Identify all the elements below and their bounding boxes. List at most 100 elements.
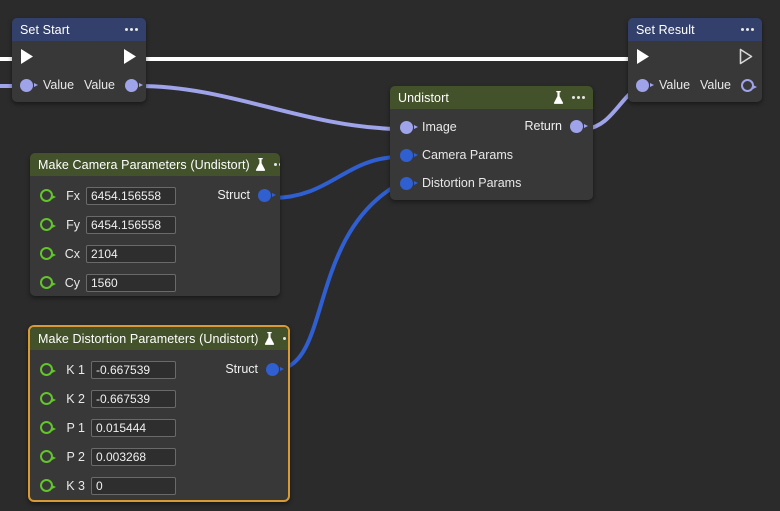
input-label: Camera Params <box>422 148 513 162</box>
cx-input-port[interactable] <box>40 247 56 260</box>
camera-params-input-port[interactable] <box>400 148 418 162</box>
param-row-k3: K 3 <box>30 471 288 500</box>
exec-out-arrow-icon[interactable] <box>739 48 754 65</box>
value-input-label: Value <box>659 78 691 92</box>
p2-value-input[interactable] <box>91 447 176 466</box>
value-input-label: Value <box>43 78 75 92</box>
node-header-set-start[interactable]: Set Start <box>12 18 146 41</box>
param-row-k2: K 2 <box>30 384 288 413</box>
node-header-undistort[interactable]: Undistort <box>390 86 593 109</box>
node-undistort[interactable]: Undistort Image Camera Params Distortion… <box>390 86 593 200</box>
p1-input-port[interactable] <box>40 421 56 434</box>
k3-value-input[interactable] <box>91 476 176 495</box>
param-label: P 2 <box>66 449 85 464</box>
wire-struct-camera-to-undistort <box>271 155 399 200</box>
value-output-label: Value <box>699 78 731 92</box>
return-output-label: Return <box>524 119 562 133</box>
param-label: K 3 <box>66 478 85 493</box>
input-row-distortion-params: Distortion Params <box>390 169 593 197</box>
input-label: Distortion Params <box>422 176 522 190</box>
flask-icon <box>255 158 265 171</box>
input-row-image: Image <box>390 113 593 141</box>
value-output-port[interactable] <box>741 78 757 92</box>
exec-out-arrow-icon[interactable] <box>123 48 138 65</box>
k3-input-port[interactable] <box>40 479 56 492</box>
node-set-start[interactable]: Set Start Value Value <box>12 18 146 102</box>
param-row-cy: Cy <box>30 268 280 296</box>
value-output-port[interactable] <box>125 78 143 92</box>
param-row-cx: Cx <box>30 239 280 268</box>
exec-row <box>12 41 146 71</box>
struct-output-port[interactable] <box>258 188 276 202</box>
return-output-port[interactable] <box>570 119 588 133</box>
struct-output-label: Struct <box>225 362 258 376</box>
node-header-make-distortion-parameters[interactable]: Make Distortion Parameters (Undistort) <box>30 327 288 350</box>
param-label: K 1 <box>66 362 85 377</box>
wire-data-start-to-undistort-image <box>137 84 397 131</box>
exec-in-arrow-icon[interactable] <box>20 48 35 65</box>
node-make-camera-parameters[interactable]: Make Camera Parameters (Undistort) Fx Fy… <box>30 153 280 296</box>
fy-value-input[interactable] <box>86 215 176 234</box>
k2-value-input[interactable] <box>91 389 176 408</box>
param-label: P 1 <box>66 420 85 435</box>
param-label: K 2 <box>66 391 85 406</box>
value-input-port[interactable] <box>636 78 654 92</box>
node-body-make-camera-parameters: Fx Fy Cx Cy Struct <box>30 176 280 296</box>
p2-input-port[interactable] <box>40 450 56 463</box>
node-header-make-camera-parameters[interactable]: Make Camera Parameters (Undistort) <box>30 153 280 176</box>
return-output-slot: Return <box>524 119 588 133</box>
struct-output-slot: Struct <box>225 362 284 376</box>
param-label: Fx <box>66 188 80 203</box>
node-title: Make Camera Parameters (Undistort) <box>38 157 250 172</box>
cy-input-port[interactable] <box>40 276 56 289</box>
node-body-undistort: Image Camera Params Distortion Params Re… <box>390 109 593 197</box>
ellipsis-icon[interactable] <box>273 160 280 169</box>
ellipsis-icon[interactable] <box>740 25 755 34</box>
p1-value-input[interactable] <box>91 418 176 437</box>
node-set-result[interactable]: Set Result Value Value <box>628 18 762 102</box>
input-label: Image <box>422 120 457 134</box>
fy-input-port[interactable] <box>40 218 56 231</box>
node-make-distortion-parameters[interactable]: Make Distortion Parameters (Undistort) K… <box>28 325 290 502</box>
flask-icon <box>553 91 564 104</box>
input-row-camera-params: Camera Params <box>390 141 593 169</box>
fx-value-input[interactable] <box>86 186 176 205</box>
cy-value-input[interactable] <box>86 273 176 292</box>
cx-value-input[interactable] <box>86 244 176 263</box>
flask-icon <box>264 332 274 345</box>
struct-output-slot: Struct <box>217 188 276 202</box>
ellipsis-icon[interactable] <box>282 334 288 343</box>
exec-row <box>628 41 762 71</box>
param-row-p1: P 1 <box>30 413 288 442</box>
node-body-set-result: Value Value <box>628 41 762 99</box>
ellipsis-icon[interactable] <box>124 25 139 34</box>
node-body-set-start: Value Value <box>12 41 146 99</box>
node-title: Set Start <box>20 22 70 37</box>
value-output-label: Value <box>83 78 115 92</box>
node-title: Make Distortion Parameters (Undistort) <box>38 331 259 346</box>
param-row-fy: Fy <box>30 210 280 239</box>
param-label: Cx <box>64 246 80 261</box>
struct-output-port[interactable] <box>266 362 284 376</box>
node-header-set-result[interactable]: Set Result <box>628 18 762 41</box>
distortion-params-input-port[interactable] <box>400 176 418 190</box>
fx-input-port[interactable] <box>40 189 56 202</box>
wire-struct-distortion-to-undistort <box>280 183 398 371</box>
param-label: Cy <box>64 275 80 290</box>
param-row-p2: P 2 <box>30 442 288 471</box>
image-input-port[interactable] <box>400 120 418 134</box>
param-label: Fy <box>66 217 80 232</box>
struct-output-label: Struct <box>217 188 250 202</box>
exec-in-arrow-icon[interactable] <box>636 48 651 65</box>
param-row-fx: Fx <box>30 181 280 210</box>
k1-value-input[interactable] <box>91 360 176 379</box>
ellipsis-icon[interactable] <box>571 93 586 102</box>
node-title: Set Result <box>636 22 695 37</box>
param-row-k1: K 1 <box>30 355 288 384</box>
k1-input-port[interactable] <box>40 363 56 376</box>
node-body-make-distortion-parameters: K 1 K 2 P 1 P 2 K 3 <box>30 350 288 500</box>
value-input-port[interactable] <box>20 78 38 92</box>
value-row: Value Value <box>12 71 146 99</box>
k2-input-port[interactable] <box>40 392 56 405</box>
